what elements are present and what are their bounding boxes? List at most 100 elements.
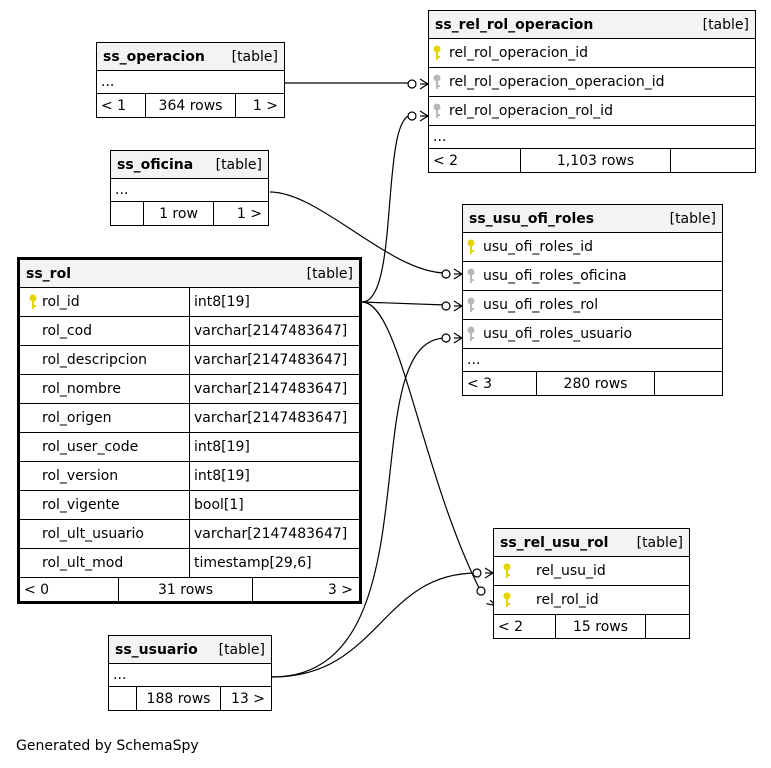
column-row[interactable]: rol_origen varchar[2147483647] bbox=[20, 404, 359, 433]
table-header: ss_usu_ofi_roles [table] bbox=[463, 205, 722, 233]
parents-link[interactable] bbox=[111, 202, 144, 225]
table-name: ss_rol bbox=[26, 265, 71, 282]
column-row[interactable]: rel_rol_operacion_rol_id bbox=[429, 97, 755, 126]
table-header: ss_rel_rol_operacion [table] bbox=[429, 11, 755, 39]
column-name: rol_ult_mod bbox=[42, 555, 124, 571]
rel-oficina-crow bbox=[453, 268, 463, 280]
column-name: rel_rol_id bbox=[536, 592, 599, 608]
rel-usu-rol-usuario-line bbox=[271, 572, 478, 678]
table-footer: < 0 31 rows 3 > bbox=[20, 578, 359, 601]
row-count: 280 rows bbox=[537, 372, 655, 395]
rel-usu-rol-rol-line bbox=[361, 301, 481, 591]
rel-usu-ofi-usuario-line bbox=[271, 337, 447, 678]
more-columns[interactable]: ... bbox=[111, 179, 268, 202]
column-type: varchar[2147483647] bbox=[194, 352, 348, 368]
column-name: usu_ofi_roles_usuario bbox=[483, 326, 633, 342]
children-link[interactable] bbox=[646, 615, 689, 638]
column-row[interactable]: usu_ofi_roles_oficina bbox=[463, 262, 722, 291]
table-name: ss_rel_rol_operacion bbox=[435, 16, 594, 33]
parents-link[interactable]: < 3 bbox=[463, 372, 537, 395]
children-link[interactable]: 1 > bbox=[252, 97, 278, 114]
column-name-cell: rol_ult_mod bbox=[20, 549, 190, 577]
row-count: 1,103 rows bbox=[521, 149, 671, 172]
row-count: 188 rows bbox=[137, 687, 221, 710]
table-ss-rel-rol-operacion[interactable]: ss_rel_rol_operacion [table] rel_rol_ope… bbox=[428, 10, 756, 173]
table-ss-usuario[interactable]: ss_usuario [table] ... 188 rows 13 > bbox=[108, 635, 272, 711]
children-link[interactable]: 13 > bbox=[231, 690, 265, 707]
parents-link[interactable]: < 1 bbox=[97, 94, 146, 117]
row-count: 15 rows bbox=[556, 615, 646, 638]
column-name: usu_ofi_roles_rol bbox=[483, 297, 599, 313]
key-yellow-icon bbox=[24, 294, 42, 310]
column-row[interactable]: rel_usu_id bbox=[494, 557, 689, 586]
key-gray-icon bbox=[429, 74, 445, 90]
column-name: rel_rol_operacion_id bbox=[449, 45, 589, 61]
key-gray-icon bbox=[463, 268, 479, 284]
column-row[interactable]: usu_ofi_roles_usuario bbox=[463, 320, 722, 349]
column-row[interactable]: rel_rol_operacion_operacion_id bbox=[429, 68, 755, 97]
children-link[interactable] bbox=[671, 149, 755, 172]
column-row[interactable]: usu_ofi_roles_id bbox=[463, 233, 722, 262]
column-type: int8[19] bbox=[194, 468, 250, 484]
column-row[interactable]: rel_rol_id bbox=[494, 586, 689, 615]
column-name: rol_vigente bbox=[42, 497, 120, 513]
table-name: ss_oficina bbox=[117, 156, 194, 173]
column-name-cell: rol_ult_usuario bbox=[20, 520, 190, 548]
table-ss-usu-ofi-roles[interactable]: ss_usu_ofi_roles [table] usu_ofi_roles_i… bbox=[462, 204, 723, 396]
column-name: rol_descripcion bbox=[42, 352, 147, 368]
parents-link[interactable]: < 2 bbox=[429, 149, 521, 172]
column-row[interactable]: rel_rol_operacion_id bbox=[429, 39, 755, 68]
table-ss-oficina[interactable]: ss_oficina [table] ... 1 row 1 > bbox=[110, 150, 269, 226]
rel-operacion-optional-end bbox=[407, 79, 417, 89]
more-columns[interactable]: ... bbox=[109, 664, 271, 687]
column-row[interactable]: rol_ult_mod timestamp[29,6] bbox=[20, 549, 359, 578]
children-link[interactable]: 3 > bbox=[327, 581, 353, 598]
parents-link[interactable]: < 0 bbox=[20, 578, 119, 601]
table-ss-operacion[interactable]: ss_operacion [table] ... < 1 364 rows 1 … bbox=[96, 42, 285, 118]
generated-by-label: Generated by SchemaSpy bbox=[16, 738, 199, 754]
rel-oficina-optional-end bbox=[441, 269, 451, 279]
key-gray-icon bbox=[463, 297, 479, 313]
children-link[interactable] bbox=[655, 372, 722, 395]
rel-usu-rol-usuario-crow bbox=[484, 567, 494, 579]
rel-oficina-line bbox=[269, 191, 447, 274]
table-type: [table] bbox=[636, 534, 683, 551]
column-name-cell: rol_cod bbox=[20, 317, 190, 345]
column-type: varchar[2147483647] bbox=[194, 323, 348, 339]
column-type: varchar[2147483647] bbox=[194, 410, 348, 426]
rel-rol-operacion-optional-end bbox=[407, 111, 417, 121]
column-name-cell: rol_id bbox=[20, 288, 190, 316]
children-link[interactable]: 1 > bbox=[236, 205, 262, 222]
column-name-cell: rol_nombre bbox=[20, 375, 190, 403]
table-footer: 188 rows 13 > bbox=[109, 687, 271, 710]
parents-link[interactable] bbox=[109, 687, 137, 710]
rel-usu-ofi-rol-crow bbox=[453, 300, 463, 312]
rel-usu-rol-rol-optional-end bbox=[476, 586, 486, 596]
column-name-cell: rol_version bbox=[20, 462, 190, 490]
parents-link[interactable]: < 2 bbox=[494, 615, 556, 638]
row-count: 1 row bbox=[144, 202, 214, 225]
column-type: timestamp[29,6] bbox=[194, 555, 312, 571]
column-name: rol_origen bbox=[42, 410, 112, 426]
row-count: 364 rows bbox=[146, 94, 236, 117]
key-yellow-icon bbox=[463, 239, 479, 255]
more-columns[interactable]: ... bbox=[97, 71, 284, 94]
column-row[interactable]: usu_ofi_roles_rol bbox=[463, 291, 722, 320]
table-ss-rel-usu-rol[interactable]: ss_rel_usu_rol [table] rel_usu_id rel_ro… bbox=[493, 528, 690, 639]
more-columns[interactable]: ... bbox=[429, 126, 755, 149]
column-type: int8[19] bbox=[194, 294, 250, 310]
table-type: [table] bbox=[215, 156, 262, 173]
more-columns[interactable]: ... bbox=[463, 349, 722, 372]
column-name: rel_rol_operacion_rol_id bbox=[449, 103, 613, 119]
key-yellow-icon bbox=[494, 563, 520, 579]
column-row[interactable]: rol_descripcion varchar[2147483647] bbox=[20, 346, 359, 375]
